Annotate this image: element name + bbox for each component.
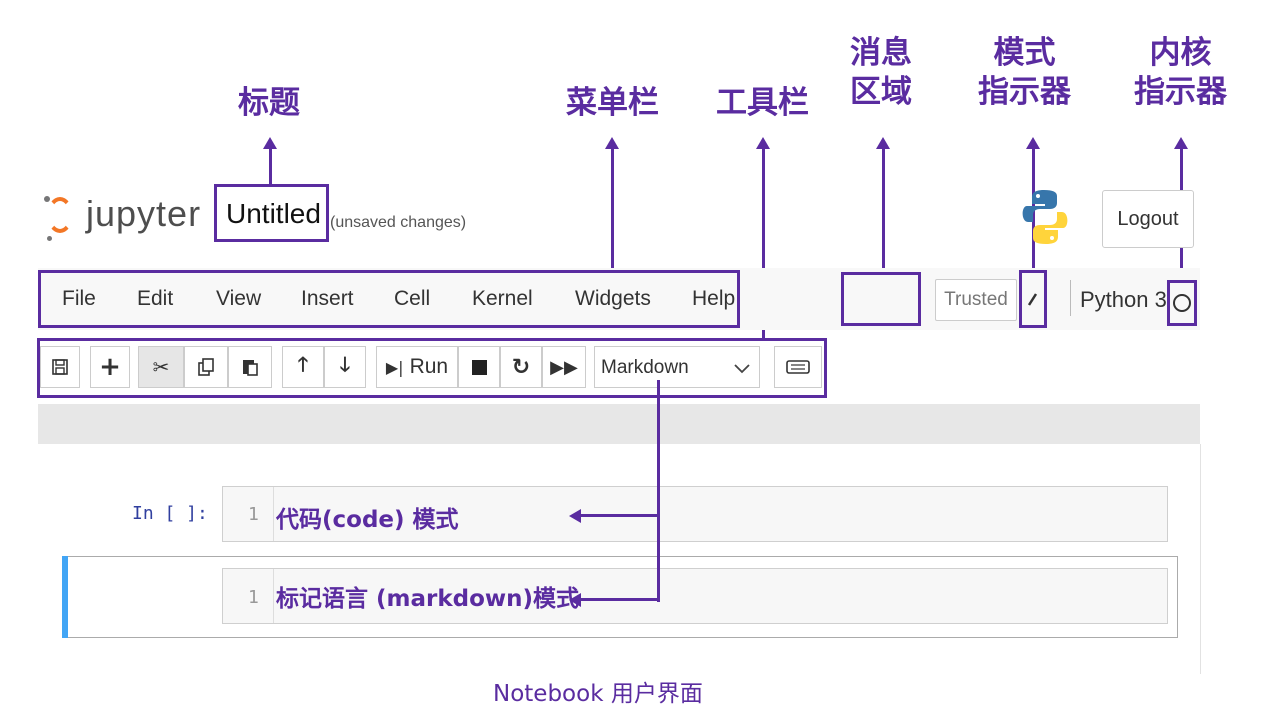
callout-message-area-line2: 区域 [850,73,912,110]
copy-icon [198,358,214,376]
kernel-indicator [1167,280,1197,326]
callout-title: 标题 [238,85,300,121]
highlight-title [214,184,329,242]
insert-cell-button[interactable]: + [90,346,130,388]
kernel-idle-icon [1173,294,1191,312]
menu-widgets[interactable]: Widgets [575,287,651,310]
jupyter-logo-dot-small-icon [47,236,52,241]
callout-mode-indicator-line2: 指示器 [978,73,1071,110]
chevron-down-icon [734,364,750,374]
stop-icon [471,359,487,375]
highlight-toolbar [37,338,827,398]
save-status: (unsaved changes) [330,214,467,231]
paste-icon [243,360,258,376]
copy-button[interactable] [184,346,228,388]
arrow-celltype-to-code-line [580,514,660,517]
jupyter-logo-dot-icon [44,196,50,202]
restart-icon: ↻ [511,354,531,380]
message-area [841,272,921,326]
arrow-toolbar-head [756,137,770,149]
line-number-gutter [223,569,274,623]
callout-mode-indicator-line1: 模式 [993,35,1056,71]
menu-edit[interactable]: Edit [137,287,174,310]
arrow-toolbar-line [762,148,765,338]
jupyter-logo-text: jupyter [86,193,202,234]
cut-icon: ✂ [152,355,170,379]
callout-toolbar: 工具栏 [716,85,809,121]
code-cell-text: 代码(code) 模式 [276,507,459,533]
arrow-mode-head [1026,137,1040,149]
paste-button[interactable] [228,346,272,388]
menu-kernel[interactable]: Kernel [472,287,533,310]
arrow-down-icon: 🡓 [339,352,351,376]
arrow-up-icon: 🡑 [297,352,309,376]
menu-file[interactable]: File [62,287,96,310]
code-cell-input[interactable] [222,486,1168,542]
menu-view[interactable]: View [216,287,262,310]
cell-prompt: In [ ]: [132,503,208,524]
arrow-title-line [269,148,272,184]
arrow-kernel-head [1174,137,1188,149]
run-button[interactable]: ▶| Run [376,346,458,388]
kernel-divider [1070,280,1071,316]
notebook-right-border [1200,444,1201,674]
line-number-gutter [223,487,274,541]
arrow-title-head [263,137,277,149]
arrow-celltype-to-code-head [569,509,581,523]
command-palette-button[interactable] [774,346,822,388]
arrow-message-line [882,148,885,272]
notebook-top-strip [38,404,1200,444]
arrow-celltype-to-markdown-line [580,598,660,601]
plus-icon: + [99,352,121,382]
arrow-menubar-head [605,137,619,149]
callout-kernel-indicator-line1: 内核 [1149,35,1212,71]
menu-help[interactable]: Help [692,287,736,310]
markdown-cell-input[interactable] [222,568,1168,624]
keyboard-icon [786,360,810,374]
menu-insert[interactable]: Insert [301,287,354,310]
stop-button[interactable] [458,346,500,388]
run-icon: ▶| [385,357,404,377]
cut-button[interactable]: ✂ [138,346,184,388]
move-up-button[interactable]: 🡑 [282,346,324,388]
callout-mode-indicator: 模式 指示器 [978,34,1071,112]
callout-message-area-line1: 消息 [850,35,912,71]
kernel-name[interactable]: Python 3 [1080,287,1167,312]
pencil-icon [1027,293,1038,306]
line-number: 1 [248,504,259,525]
save-button[interactable] [40,346,80,388]
arrow-menubar-line [611,148,614,272]
restart-button[interactable]: ↻ [500,346,542,388]
fast-forward-icon: ▶▶ [550,356,578,378]
callout-menubar: 菜单栏 [566,85,659,121]
menu-cell[interactable]: Cell [394,287,431,310]
line-number: 1 [248,587,259,608]
trusted-indicator[interactable]: Trusted [935,279,1017,321]
arrow-celltype-vertical [657,380,660,602]
figure-caption: Notebook 用户界面 [493,681,703,707]
arrow-message-head [876,137,890,149]
arrow-celltype-to-markdown-head [569,593,581,607]
callout-message-area: 消息 区域 [850,34,912,112]
cell-type-value: Markdown [601,357,689,378]
save-icon [52,359,68,375]
cell-type-select[interactable]: Markdown [594,346,760,388]
callout-kernel-indicator-line2: 指示器 [1134,73,1227,110]
callout-kernel-indicator: 内核 指示器 [1134,34,1227,112]
highlight-menubar [38,270,740,328]
run-all-button[interactable]: ▶▶ [542,346,586,388]
markdown-cell-text: 标记语言 (markdown)模式 [276,586,580,612]
python-logo-icon [1022,190,1068,244]
mode-indicator [1019,270,1047,328]
logout-button[interactable]: Logout [1102,190,1194,248]
move-down-button[interactable]: 🡓 [324,346,366,388]
run-label: Run [409,355,449,378]
jupyter-logo-ring-icon [47,197,73,233]
notebook-title[interactable]: Untitled [226,198,321,229]
selected-cell-indicator [62,556,68,638]
